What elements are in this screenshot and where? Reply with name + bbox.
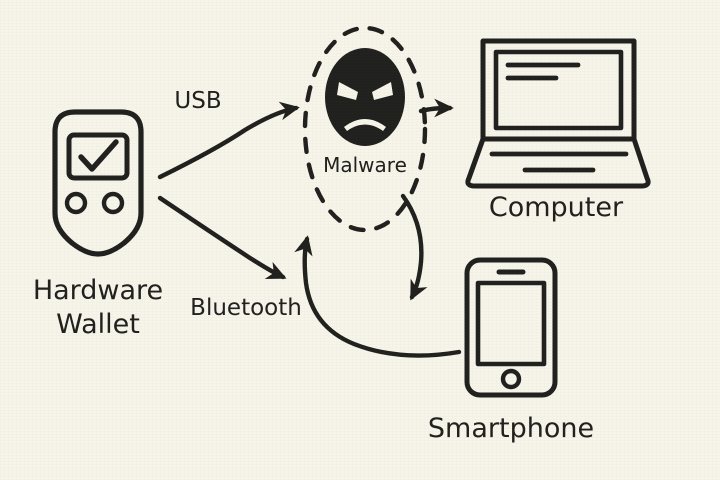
laptop-icon bbox=[465, 38, 651, 189]
edge-usb-label: USB bbox=[174, 88, 221, 114]
computer-label: Computer bbox=[489, 192, 624, 223]
malware-label: Malware bbox=[323, 153, 407, 177]
edge-malware-to-computer bbox=[418, 98, 454, 118]
edge-malware-to-smartphone bbox=[400, 193, 428, 301]
smartphone-label: Smartphone bbox=[428, 413, 594, 444]
edge-bluetooth-label: Bluetooth bbox=[190, 295, 302, 321]
edge-bluetooth bbox=[157, 195, 287, 280]
smartphone-icon bbox=[464, 257, 558, 398]
edge-usb bbox=[157, 101, 300, 180]
hardware-wallet-label-line2: Wallet bbox=[56, 309, 140, 340]
edge-smartphone-to-malware bbox=[294, 235, 462, 358]
malware-dashed-boundary bbox=[302, 25, 428, 233]
hardware-wallet-label-line1: Hardware bbox=[33, 275, 163, 306]
angry-face-icon bbox=[325, 48, 405, 146]
hardware-wallet-icon bbox=[52, 109, 144, 257]
